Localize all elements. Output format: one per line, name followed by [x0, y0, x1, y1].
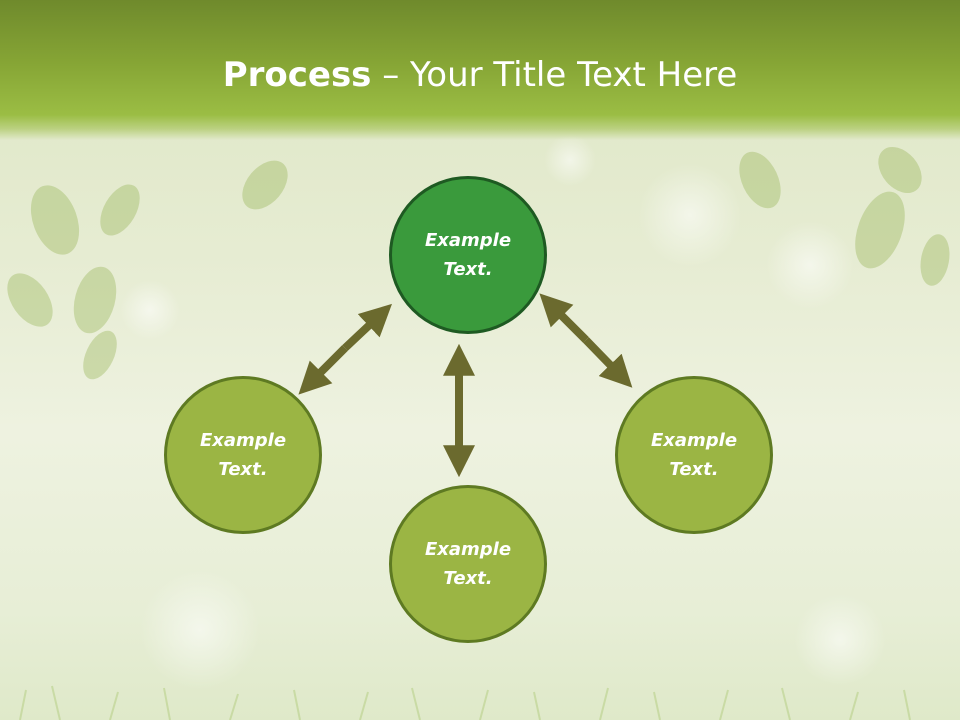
node-bottom-line2: Text. — [443, 568, 493, 589]
node-left-line1: Example — [199, 430, 287, 451]
leaves-left — [7, 160, 288, 380]
node-left-line2: Text. — [218, 459, 268, 480]
bokeh-light — [140, 570, 260, 690]
node-right-line2: Text. — [669, 459, 719, 480]
arrow-left-tail — [342, 303, 392, 351]
node-top-line1: Example — [424, 230, 512, 251]
slide-title: Process – Your Title Text Here — [0, 52, 960, 98]
title-bar — [0, 0, 960, 140]
grass — [19, 685, 911, 720]
bokeh-light — [638, 163, 742, 267]
node-bottom-line1: Example — [424, 539, 512, 560]
title-rest-part: – Your Title Text Here — [371, 55, 738, 95]
bokeh-light — [544, 134, 596, 186]
arrow-right-tail — [539, 293, 589, 343]
bokeh-light — [120, 280, 180, 340]
bokeh-light — [794, 594, 886, 686]
title-bold-part: Process — [222, 55, 372, 95]
node-right-line1: Example — [650, 430, 738, 451]
arrow-right-head — [583, 337, 633, 388]
bokeh-light — [766, 221, 854, 309]
arrow-left-head — [298, 345, 348, 395]
leaves-right — [739, 146, 950, 286]
node-top-line2: Text. — [443, 259, 493, 280]
